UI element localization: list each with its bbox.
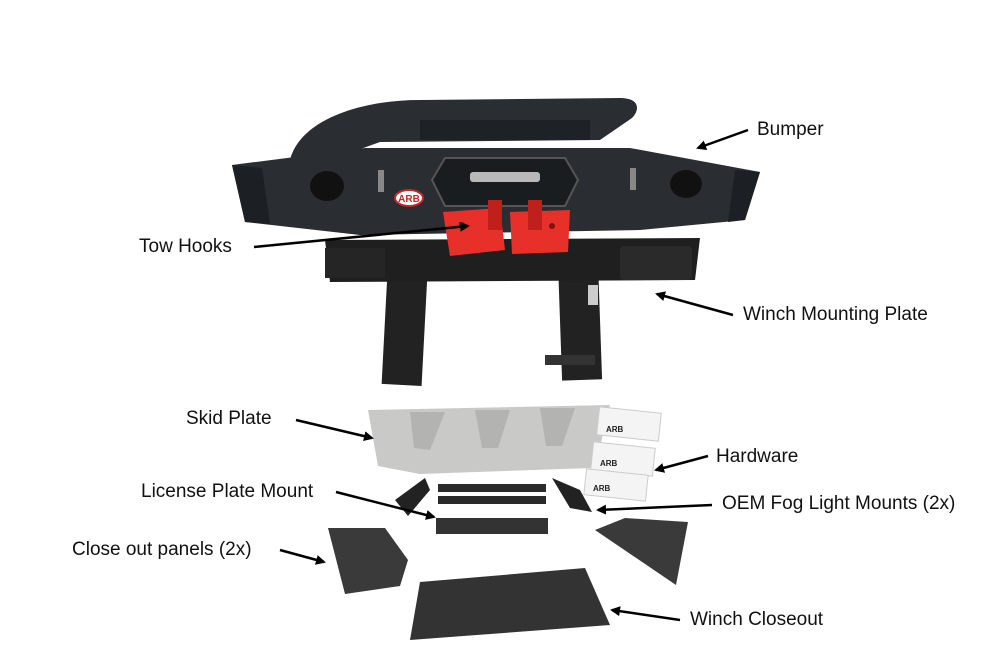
hardware-bag-logo: ARB: [606, 425, 624, 434]
license-plate-mount-part: [436, 484, 548, 534]
callout-arrows: [253, 128, 749, 622]
label-license-plate-mount: License Plate Mount: [141, 481, 314, 502]
fog-light-mounts-part: [395, 478, 592, 516]
hardware-part: ARB ARB ARB: [583, 406, 662, 502]
label-close-out-panels: Close out panels (2x): [72, 539, 252, 560]
arrow-skid-plate: [295, 418, 374, 442]
arrow-winch-closeout: [610, 606, 681, 622]
arrow-bumper: [696, 128, 749, 150]
label-skid-plate: Skid Plate: [186, 408, 272, 429]
arrow-hardware: [654, 454, 709, 473]
arrow-winch-mounting-plate: [655, 291, 734, 317]
label-hardware: Hardware: [716, 446, 799, 467]
close-out-panels-part: [328, 518, 688, 594]
winch-mounting-plate-part: [325, 238, 700, 282]
arrow-tow-hooks: [253, 221, 470, 249]
hardware-bag-logo: ARB: [600, 459, 618, 468]
arrow-close-out-panels: [279, 548, 326, 565]
label-tow-hooks: Tow Hooks: [139, 236, 232, 257]
winch-closeout-part: [410, 568, 610, 640]
arrow-fog-light-mounts: [596, 503, 713, 515]
label-winch-mounting-plate: Winch Mounting Plate: [743, 304, 928, 325]
arrow-license-plate-mount: [335, 490, 436, 520]
label-winch-closeout: Winch Closeout: [690, 609, 824, 630]
bumper-part: ARB: [232, 98, 760, 235]
hardware-bag-logo: ARB: [593, 484, 611, 493]
arb-logo-text: ARB: [398, 194, 420, 205]
skid-plate-part: [368, 405, 610, 474]
label-bumper: Bumper: [757, 119, 824, 140]
label-oem-fog-light-mounts: OEM Fog Light Mounts (2x): [722, 493, 956, 514]
